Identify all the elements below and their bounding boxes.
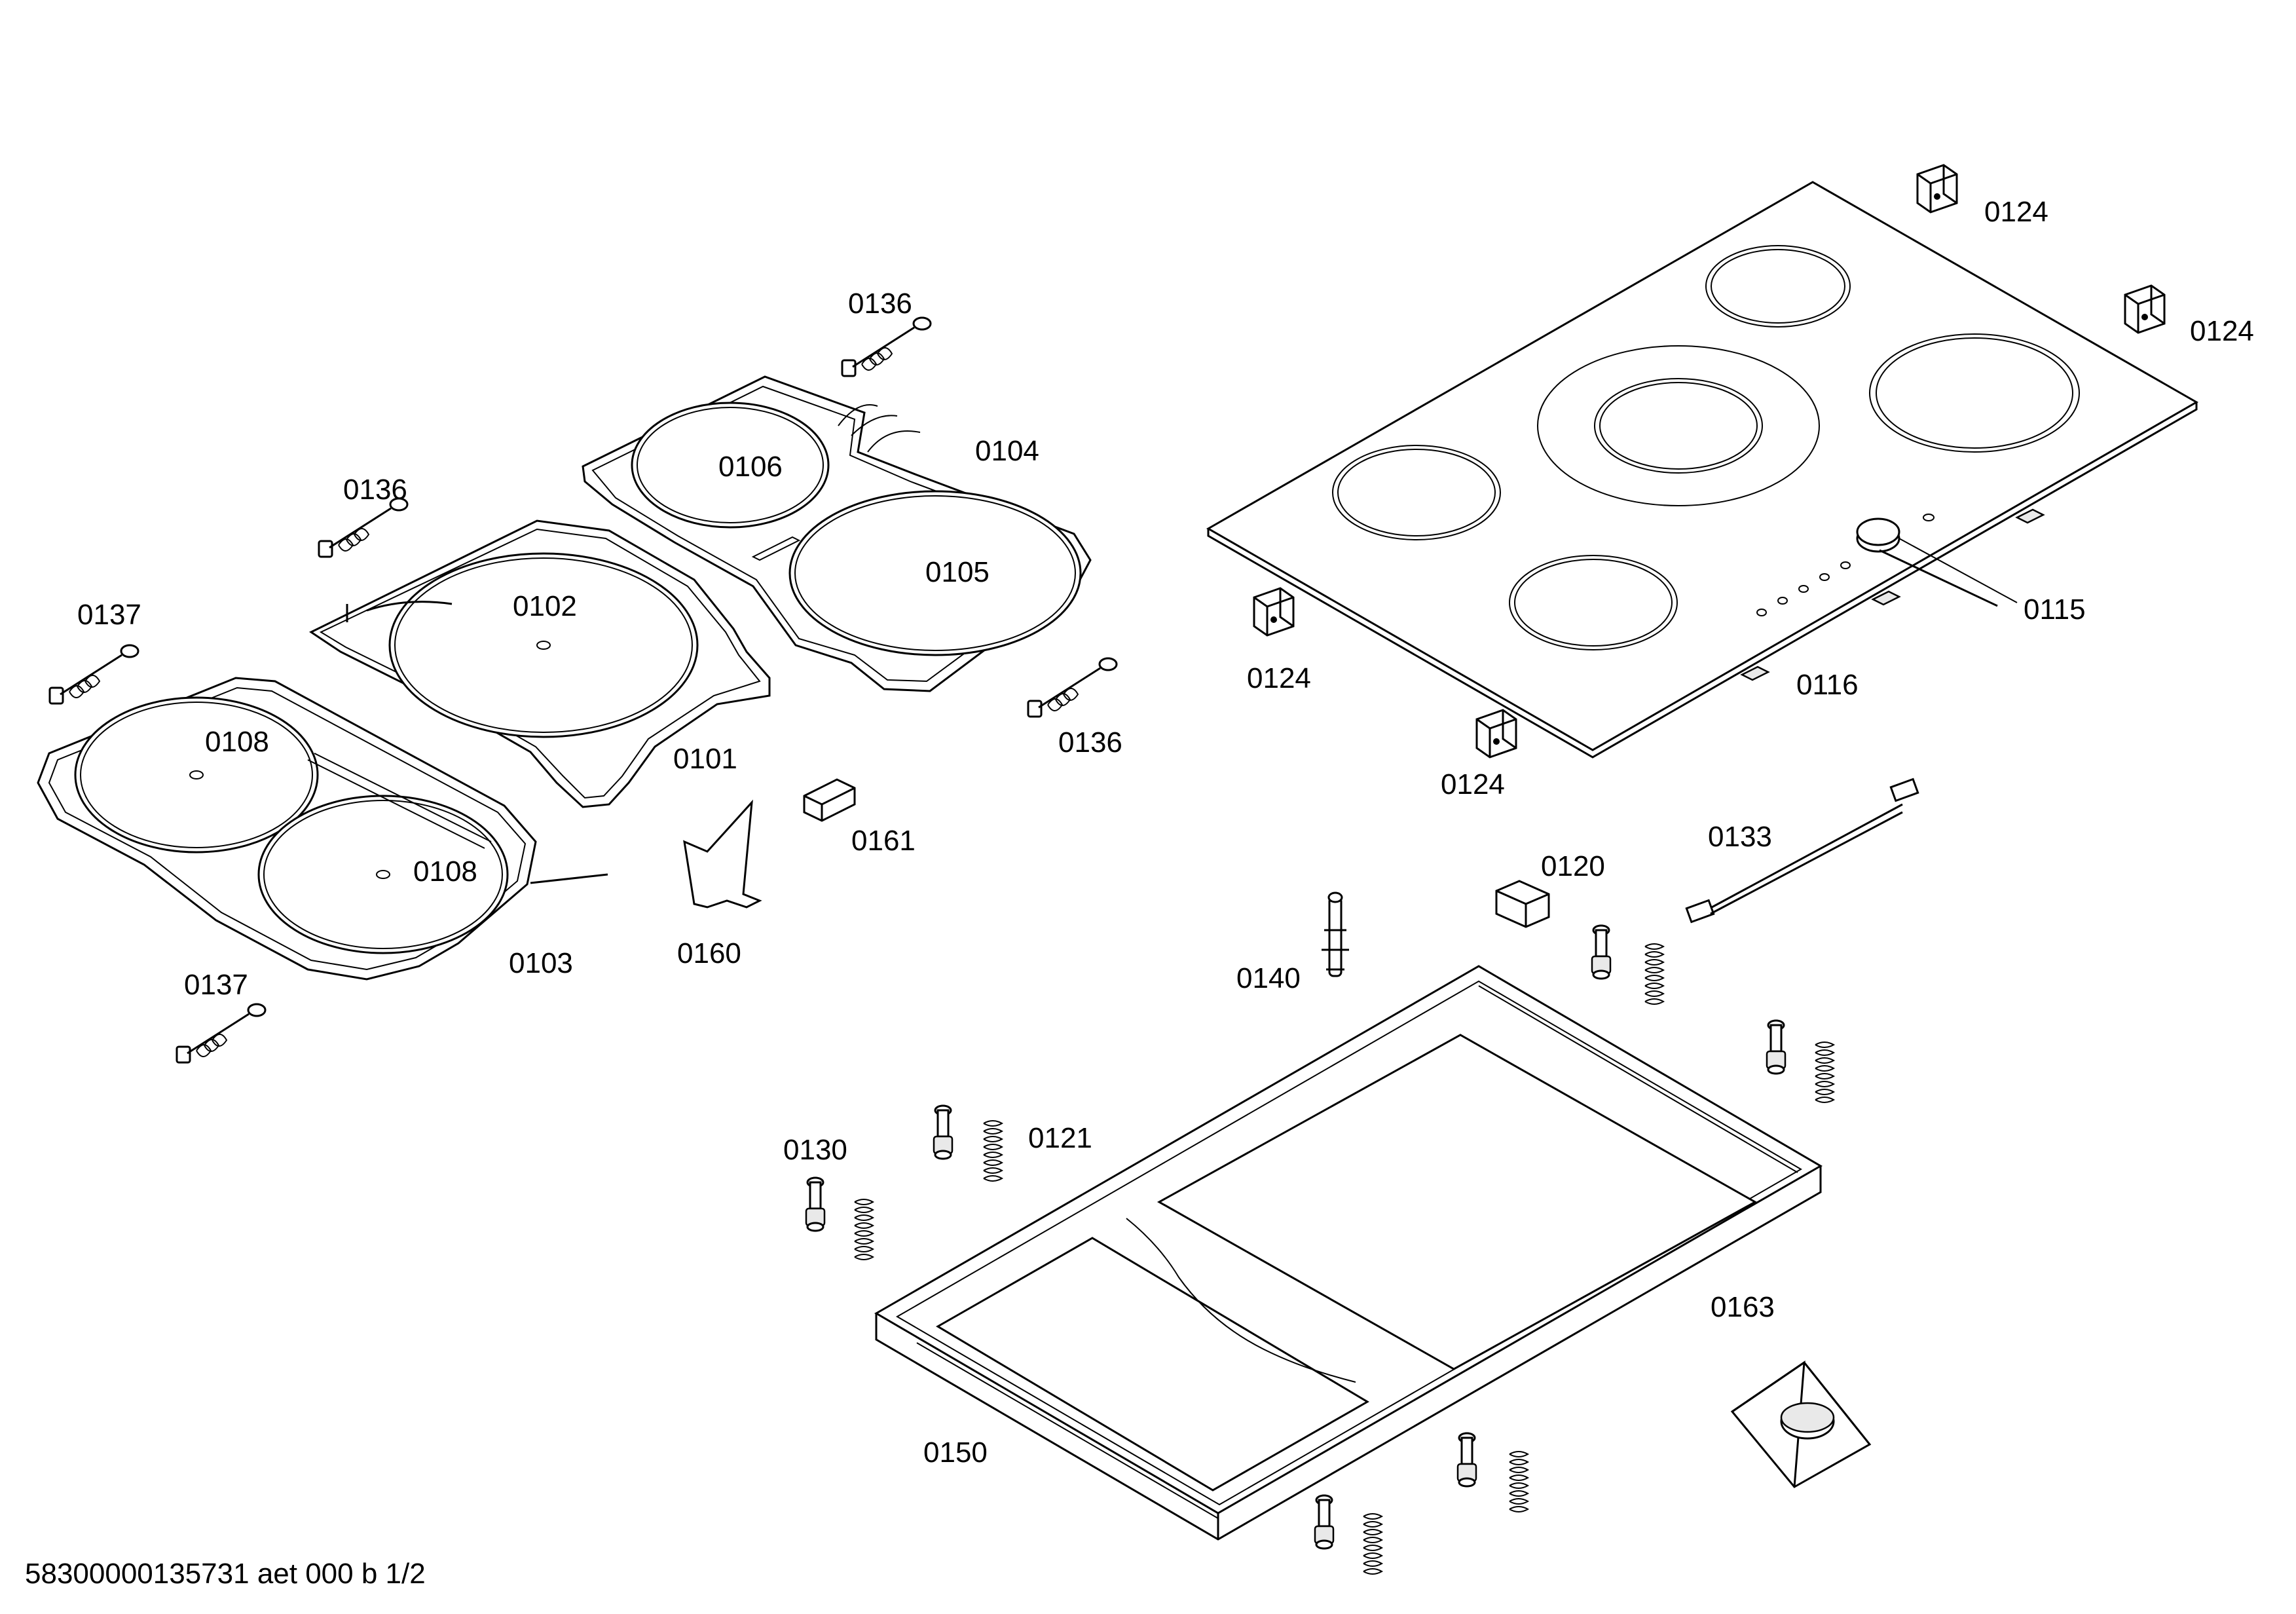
temperature-sensor-0136 bbox=[841, 316, 932, 377]
foot-0130 bbox=[1766, 1019, 1787, 1075]
heating-plate-tray-0101 bbox=[309, 519, 771, 808]
callout-0130: 0130 bbox=[783, 1134, 847, 1166]
callout-0133: 0133 bbox=[1708, 821, 1772, 853]
callout-0140: 0140 bbox=[1236, 962, 1301, 994]
glass-ceramic-hob-top bbox=[1206, 181, 2199, 759]
heating-plate-tray-0103 bbox=[37, 677, 608, 981]
callout-0136: 0136 bbox=[848, 288, 912, 320]
foot-0130 bbox=[1456, 1432, 1477, 1488]
callout-0106: 0106 bbox=[718, 451, 783, 483]
callout-0137: 0137 bbox=[184, 969, 248, 1001]
foot-0130 bbox=[805, 1176, 826, 1232]
callout-0108: 0108 bbox=[413, 855, 477, 888]
callout-0108: 0108 bbox=[205, 726, 269, 758]
foot-0130 bbox=[1591, 924, 1612, 980]
callout-0101: 0101 bbox=[673, 743, 737, 775]
callout-0102: 0102 bbox=[513, 590, 577, 622]
connector-0161 bbox=[803, 778, 856, 822]
spring-0121 bbox=[854, 1199, 874, 1260]
corner-clip-0124 bbox=[1253, 587, 1295, 637]
callout-0116: 0116 bbox=[1796, 669, 1859, 701]
callout-0160: 0160 bbox=[677, 937, 741, 969]
temperature-sensor-0137 bbox=[176, 1003, 267, 1064]
fixing-pin-0140 bbox=[1322, 891, 1349, 977]
foot-0130 bbox=[1314, 1494, 1335, 1550]
spring-0121 bbox=[1644, 943, 1664, 1005]
callout-0120: 0120 bbox=[1541, 850, 1605, 882]
foot-0130 bbox=[933, 1104, 954, 1160]
cable-0133 bbox=[1685, 778, 1919, 924]
callout-0150: 0150 bbox=[923, 1436, 988, 1469]
corner-clip-0124 bbox=[1916, 164, 1958, 214]
callout-0124: 0124 bbox=[1441, 768, 1505, 800]
callout-0103: 0103 bbox=[509, 947, 573, 979]
callout-0136: 0136 bbox=[1058, 726, 1122, 759]
temperature-sensor-0137 bbox=[48, 644, 139, 705]
callout-0115: 0115 bbox=[2024, 593, 2086, 626]
spring-0121 bbox=[1363, 1513, 1382, 1575]
callout-0124: 0124 bbox=[2190, 315, 2254, 347]
double-heating-plate-0104 bbox=[582, 375, 1092, 692]
cover-0163 bbox=[1730, 1360, 1872, 1488]
corner-clip-0124 bbox=[2124, 284, 2166, 334]
temperature-sensor-0136 bbox=[1027, 657, 1118, 718]
callout-0124: 0124 bbox=[1247, 662, 1311, 694]
corner-clip-0124 bbox=[1475, 709, 1517, 759]
callout-0137: 0137 bbox=[77, 599, 141, 631]
shield-plate-0160 bbox=[683, 799, 762, 909]
spring-0121 bbox=[1815, 1042, 1834, 1103]
callout-0161: 0161 bbox=[851, 825, 916, 857]
housing-base-tray-0150 bbox=[874, 965, 1823, 1541]
drawing-id: 58300000135731 aet 000 b 1/2 bbox=[25, 1558, 426, 1590]
spring-0121 bbox=[983, 1120, 1003, 1182]
callout-0105: 0105 bbox=[925, 556, 990, 588]
spring-0121 bbox=[1509, 1451, 1528, 1512]
callout-0136: 0136 bbox=[343, 474, 407, 506]
callout-0121: 0121 bbox=[1028, 1122, 1092, 1154]
temperature-sensor-0136 bbox=[318, 497, 409, 558]
terminal-block-0120 bbox=[1495, 880, 1550, 928]
callout-0163: 0163 bbox=[1711, 1291, 1775, 1323]
callout-0104: 0104 bbox=[975, 435, 1039, 467]
callout-0124: 0124 bbox=[1984, 196, 2048, 228]
